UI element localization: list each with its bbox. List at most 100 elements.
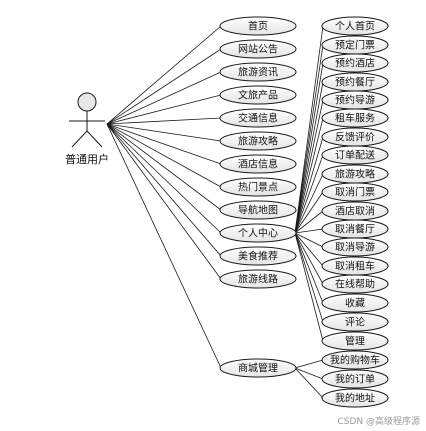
use-case-level1-1[interactable]: 网站公告 (219, 39, 297, 59)
use-case-personal-9[interactable]: 取消门票 (321, 182, 389, 202)
use-case-level1-5-ellipse (219, 131, 297, 151)
use-case-personal-9-ellipse (321, 182, 389, 202)
use-case-level1-12-ellipse (219, 358, 297, 378)
use-case-personal-7-ellipse (321, 145, 389, 165)
association-line-personal-2 (294, 62, 324, 234)
use-case-level1-10-ellipse (219, 246, 297, 266)
association-line-level1-10 (106, 123, 222, 257)
use-case-personal-8-label: 旅游攻略 (335, 168, 375, 181)
use-case-personal-8[interactable]: 旅游攻略 (321, 164, 389, 184)
use-case-personal-16-label: 评论 (345, 316, 365, 329)
association-line-personal-5 (294, 117, 324, 234)
use-case-personal-5[interactable]: 租车服务 (321, 108, 389, 128)
use-case-level1-3-ellipse (219, 85, 297, 105)
use-case-level1-8[interactable]: 导航地图 (219, 200, 297, 220)
use-case-level1-4[interactable]: 交通信息 (219, 108, 297, 128)
use-case-personal-1-label: 预定门票 (335, 39, 375, 52)
use-case-level1-6[interactable]: 酒店信息 (219, 154, 297, 174)
use-case-personal-17[interactable]: 管理 (321, 331, 389, 351)
use-case-level1-12[interactable]: 商城管理 (219, 358, 297, 378)
use-case-mall-2-ellipse (321, 388, 389, 408)
use-case-personal-16-ellipse (321, 312, 389, 332)
association-line-personal-14 (294, 232, 324, 285)
use-case-mall-2[interactable]: 我的地址 (321, 388, 389, 408)
association-line-level1-12 (106, 123, 222, 369)
use-case-personal-14-ellipse (321, 274, 389, 294)
use-case-level1-7[interactable]: 热门景点 (219, 177, 297, 197)
use-case-personal-14[interactable]: 在线帮助 (321, 274, 389, 294)
use-case-level1-7-label: 热门景点 (238, 181, 278, 194)
use-case-personal-0-ellipse (321, 16, 389, 36)
use-case-mall-0-ellipse (321, 350, 389, 370)
watermark-text: CSDN @高级程序源 (337, 417, 420, 427)
use-case-personal-10[interactable]: 酒店取消 (321, 201, 389, 221)
use-case-level1-5-label: 旅游攻略 (238, 135, 278, 148)
use-case-personal-7-label: 订单配送 (335, 149, 375, 162)
use-case-level1-10-label: 美食推荐 (238, 250, 278, 263)
use-case-level1-9-label: 个人中心 (238, 227, 278, 240)
association-line-personal-11 (294, 228, 324, 234)
association-line-level1-2 (106, 71, 222, 125)
use-case-level1-0[interactable]: 首页 (219, 16, 297, 36)
association-line-level1-6 (106, 123, 222, 165)
use-case-personal-11[interactable]: 取消餐厅 (321, 219, 389, 239)
use-case-personal-12[interactable]: 取消导游 (321, 237, 389, 257)
use-case-personal-15-label: 收藏 (345, 297, 365, 310)
use-case-personal-14-label: 在线帮助 (335, 278, 375, 291)
use-case-level1-2[interactable]: 旅游资讯 (219, 62, 297, 82)
use-case-personal-12-ellipse (321, 237, 389, 257)
use-case-personal-3[interactable]: 预约餐厅 (321, 72, 389, 92)
use-case-level1-5[interactable]: 旅游攻略 (219, 131, 297, 151)
use-case-level1-2-label: 旅游资讯 (238, 66, 278, 79)
use-case-personal-2-ellipse (321, 53, 389, 73)
actor-right-leg (86, 130, 103, 148)
association-line-level1-5 (106, 123, 222, 142)
association-line-level1-1 (106, 48, 222, 125)
use-case-personal-2[interactable]: 预约酒店 (321, 53, 389, 73)
use-case-level1-1-label: 网站公告 (238, 43, 278, 56)
use-case-mall-0[interactable]: 我的购物车 (321, 350, 389, 370)
association-line-personal-7 (294, 154, 324, 234)
use-case-personal-1[interactable]: 预定门票 (321, 35, 389, 55)
use-case-mall-2-label: 我的地址 (335, 392, 375, 405)
use-case-level1-11-ellipse (219, 269, 297, 289)
use-case-personal-9-label: 取消门票 (335, 186, 375, 199)
use-case-personal-13-label: 取消租车 (335, 260, 375, 273)
use-case-personal-16[interactable]: 评论 (321, 312, 389, 332)
use-case-personal-7[interactable]: 订单配送 (321, 145, 389, 165)
use-case-mall-1[interactable]: 我的订单 (321, 369, 389, 389)
actor-left-leg (71, 130, 88, 148)
association-line-personal-15 (294, 232, 324, 304)
use-case-level1-11[interactable]: 旅游线路 (219, 269, 297, 289)
use-case-nodes: 首页网站公告旅游资讯文旅产品交通信息旅游攻略酒店信息热门景点导航地图个人中心美食… (219, 16, 389, 408)
use-case-personal-5-ellipse (321, 108, 389, 128)
association-line-personal-16 (294, 232, 324, 323)
association-line-personal-0 (294, 25, 324, 234)
association-line-personal-3 (294, 81, 324, 234)
use-case-personal-17-ellipse (321, 331, 389, 351)
association-line-personal-6 (294, 136, 324, 234)
association-line-personal-9 (294, 191, 324, 234)
association-line-mall-0 (294, 359, 324, 369)
use-case-level1-9[interactable]: 个人中心 (219, 223, 297, 243)
use-case-personal-4[interactable]: 预约导游 (321, 90, 389, 110)
use-case-personal-3-label: 预约餐厅 (335, 76, 375, 89)
use-case-personal-13[interactable]: 取消租车 (321, 256, 389, 276)
actor-user: 普通用户 (65, 92, 109, 166)
association-line-level1-0 (106, 25, 222, 125)
use-case-level1-3[interactable]: 文旅产品 (219, 85, 297, 105)
association-line-level1-7 (106, 123, 222, 188)
association-line-level1-3 (106, 94, 222, 125)
use-case-level1-0-ellipse (219, 16, 297, 36)
association-line-level1-8 (106, 123, 222, 211)
use-case-level1-4-ellipse (219, 108, 297, 128)
use-case-level1-7-ellipse (219, 177, 297, 197)
association-line-personal-1 (294, 44, 324, 234)
association-line-level1-9 (106, 123, 222, 234)
use-case-personal-17-label: 管理 (345, 335, 365, 348)
use-case-personal-6[interactable]: 反馈评价 (321, 127, 389, 147)
use-case-level1-10[interactable]: 美食推荐 (219, 246, 297, 266)
use-case-personal-0[interactable]: 个人首页 (321, 16, 389, 36)
use-case-personal-15[interactable]: 收藏 (321, 293, 389, 313)
